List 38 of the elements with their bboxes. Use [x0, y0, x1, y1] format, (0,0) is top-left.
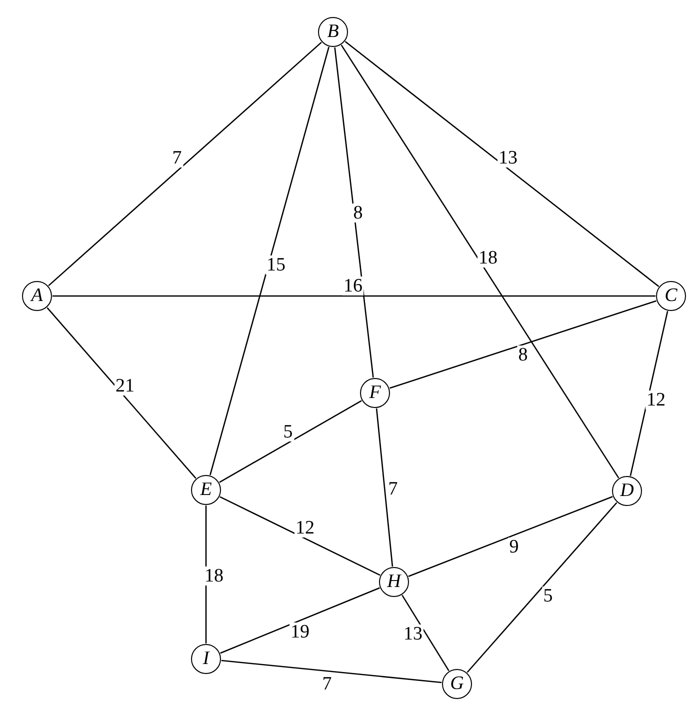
edge-line [210, 46, 330, 476]
edge-weight-label: 16 [342, 276, 364, 296]
edge-weight-label: 5 [282, 422, 294, 442]
edge-line [219, 400, 362, 483]
vertex-circle: A [22, 281, 52, 311]
vertex-circle: D [612, 476, 642, 506]
edge-line [376, 408, 394, 567]
edge-line [220, 587, 380, 654]
vertex-circle: C [656, 281, 686, 311]
edge-line [402, 594, 450, 672]
edge-weight-label: 12 [646, 390, 666, 410]
edge-weight-label: 7 [171, 148, 183, 168]
edge-line [408, 496, 613, 577]
edge-weight-label: 15 [266, 256, 286, 274]
edge-weight-label: 18 [478, 248, 498, 268]
edge-line [334, 47, 374, 378]
edge-line [46, 307, 196, 479]
edge-line [466, 502, 618, 673]
vertex-circle: E [191, 475, 221, 505]
edge-line [205, 506, 207, 644]
edge-line [48, 42, 322, 286]
vertex-circle: B [318, 17, 348, 47]
vertex-circle: G [442, 669, 472, 699]
vertex-circle: F [360, 378, 390, 408]
edge-weight-label: 12 [294, 518, 316, 538]
edge-line [390, 300, 656, 389]
edge-line [340, 44, 620, 478]
edge-line [221, 660, 442, 684]
vertex-circle: I [191, 644, 221, 674]
edge-weight-label: 13 [498, 148, 518, 168]
edge-line [344, 41, 660, 287]
edge-line [630, 310, 668, 476]
vertex-circle: H [379, 567, 409, 597]
edge-line [52, 295, 656, 297]
edge-weight-label: 21 [114, 376, 136, 396]
edge-line [220, 496, 380, 576]
edge-weight-label: 8 [352, 204, 364, 222]
edge-weight-label: 18 [204, 566, 224, 586]
